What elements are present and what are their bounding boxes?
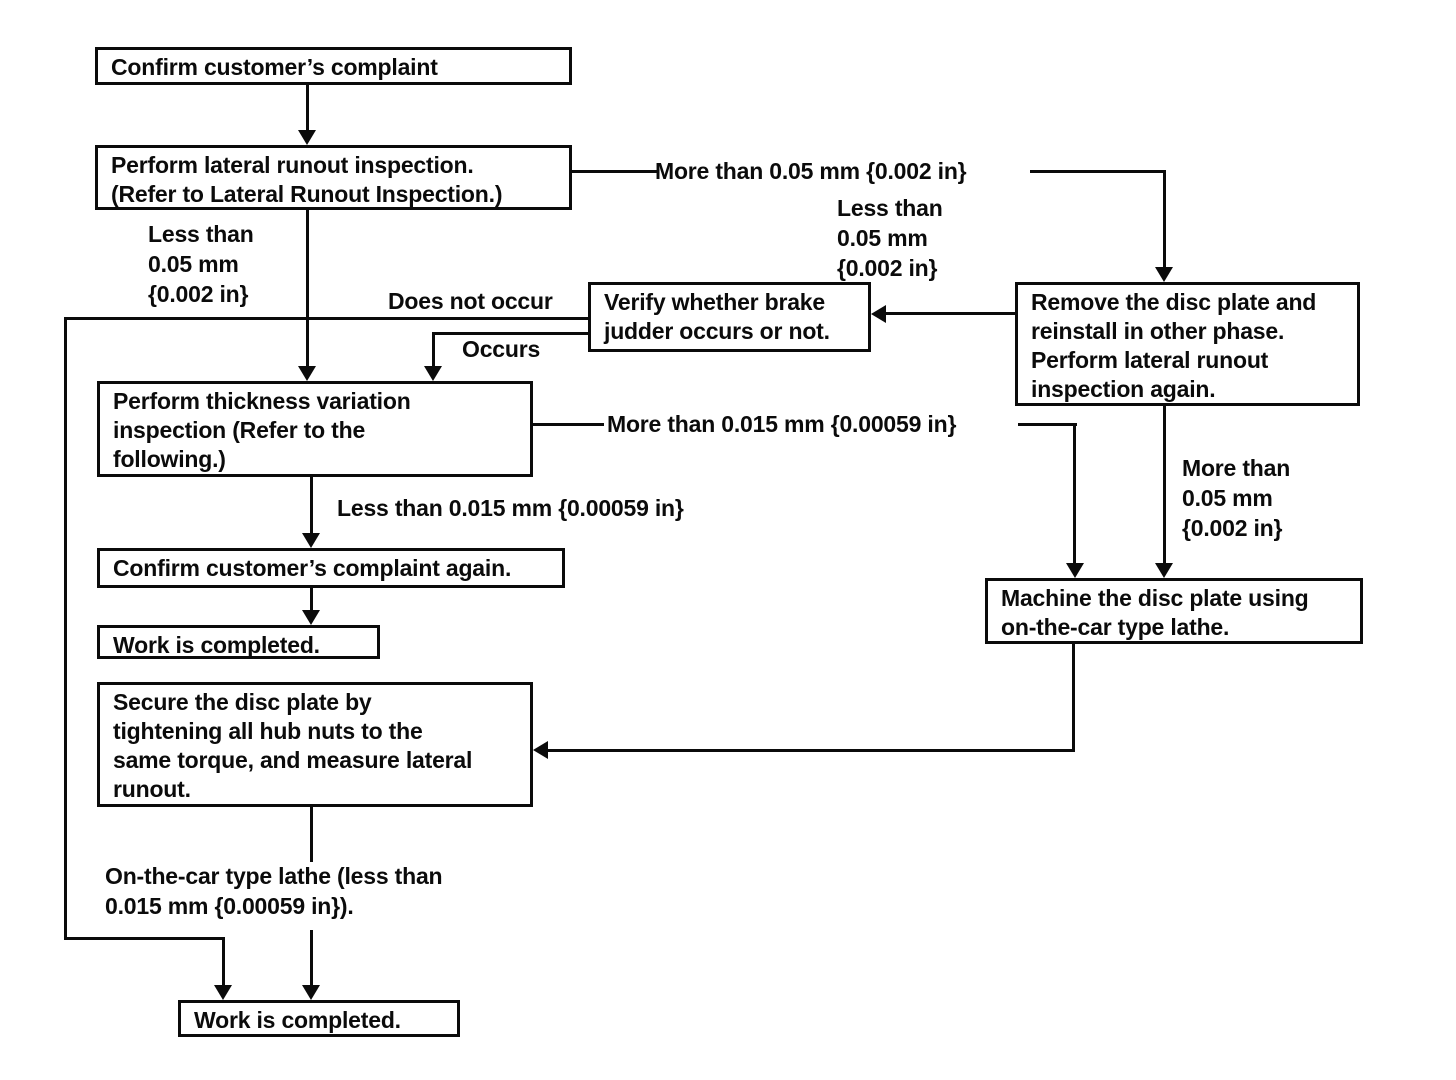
connector-line xyxy=(310,930,313,987)
arrowhead-down-icon xyxy=(424,366,442,381)
label-more-than-005-top: More than 0.05 mm {0.002 in} xyxy=(655,158,967,184)
node-machine-disc-plate: Machine the disc plate using on-the-car … xyxy=(985,578,1363,644)
node-confirm-complaint-again: Confirm customer’s complaint again. xyxy=(97,548,565,588)
connector-line xyxy=(432,332,435,368)
connector-line xyxy=(310,807,313,862)
connector-line xyxy=(64,317,67,940)
label-on-the-car-note: On-the-car type lathe (less than 0.015 m… xyxy=(105,863,443,919)
label-more-than-0015: More than 0.015 mm {0.00059 in} xyxy=(607,411,957,437)
arrowhead-down-icon xyxy=(1155,267,1173,282)
node-lateral-runout-inspection: Perform lateral runout inspection. (Refe… xyxy=(95,145,572,210)
node-work-completed-1: Work is completed. xyxy=(97,625,380,659)
connector-line xyxy=(533,423,604,426)
connector-line xyxy=(64,317,588,320)
connector-line xyxy=(1030,170,1166,173)
connector-line xyxy=(310,588,313,612)
label-does-not-occur: Does not occur xyxy=(388,288,553,314)
label-more-than-005-right: More than 0.05 mm {0.002 in} xyxy=(1182,455,1291,541)
arrowhead-down-icon xyxy=(214,985,232,1000)
arrowhead-down-icon xyxy=(298,130,316,145)
label-less-than-005-left: Less than 0.05 mm {0.002 in} xyxy=(148,221,254,307)
connector-line xyxy=(1163,170,1166,269)
arrowhead-down-icon xyxy=(302,533,320,548)
connector-line xyxy=(546,749,1075,752)
connector-line xyxy=(306,209,309,369)
connector-line xyxy=(432,332,590,335)
connector-line xyxy=(572,170,657,173)
node-work-completed-2: Work is completed. xyxy=(178,1000,460,1037)
arrowhead-down-icon xyxy=(1066,563,1084,578)
node-secure-disc-plate: Secure the disc plate by tightening all … xyxy=(97,682,533,807)
label-less-than-0015: Less than 0.015 mm {0.00059 in} xyxy=(337,495,684,521)
connector-line xyxy=(1072,644,1075,752)
connector-line xyxy=(1073,423,1076,565)
arrowhead-left-icon xyxy=(871,305,886,323)
arrowhead-down-icon xyxy=(298,366,316,381)
connector-line xyxy=(222,937,225,987)
connector-line xyxy=(884,312,1018,315)
node-thickness-variation: Perform thickness variation inspection (… xyxy=(97,381,533,477)
label-less-than-005-right: Less than 0.05 mm {0.002 in} xyxy=(837,195,943,281)
connector-line xyxy=(310,477,313,535)
connector-line xyxy=(1163,406,1166,565)
arrowhead-down-icon xyxy=(302,610,320,625)
connector-line xyxy=(306,85,309,133)
label-occurs: Occurs xyxy=(462,336,541,362)
arrowhead-down-icon xyxy=(1155,563,1173,578)
node-remove-disc-plate: Remove the disc plate and reinstall in o… xyxy=(1015,282,1360,406)
node-verify-brake-judder: Verify whether brake judder occurs or no… xyxy=(588,282,871,352)
arrowhead-down-icon xyxy=(302,985,320,1000)
connector-line xyxy=(1018,423,1077,426)
arrowhead-left-icon xyxy=(533,741,548,759)
node-confirm-complaint: Confirm customer’s complaint xyxy=(95,47,572,85)
connector-line xyxy=(64,937,225,940)
